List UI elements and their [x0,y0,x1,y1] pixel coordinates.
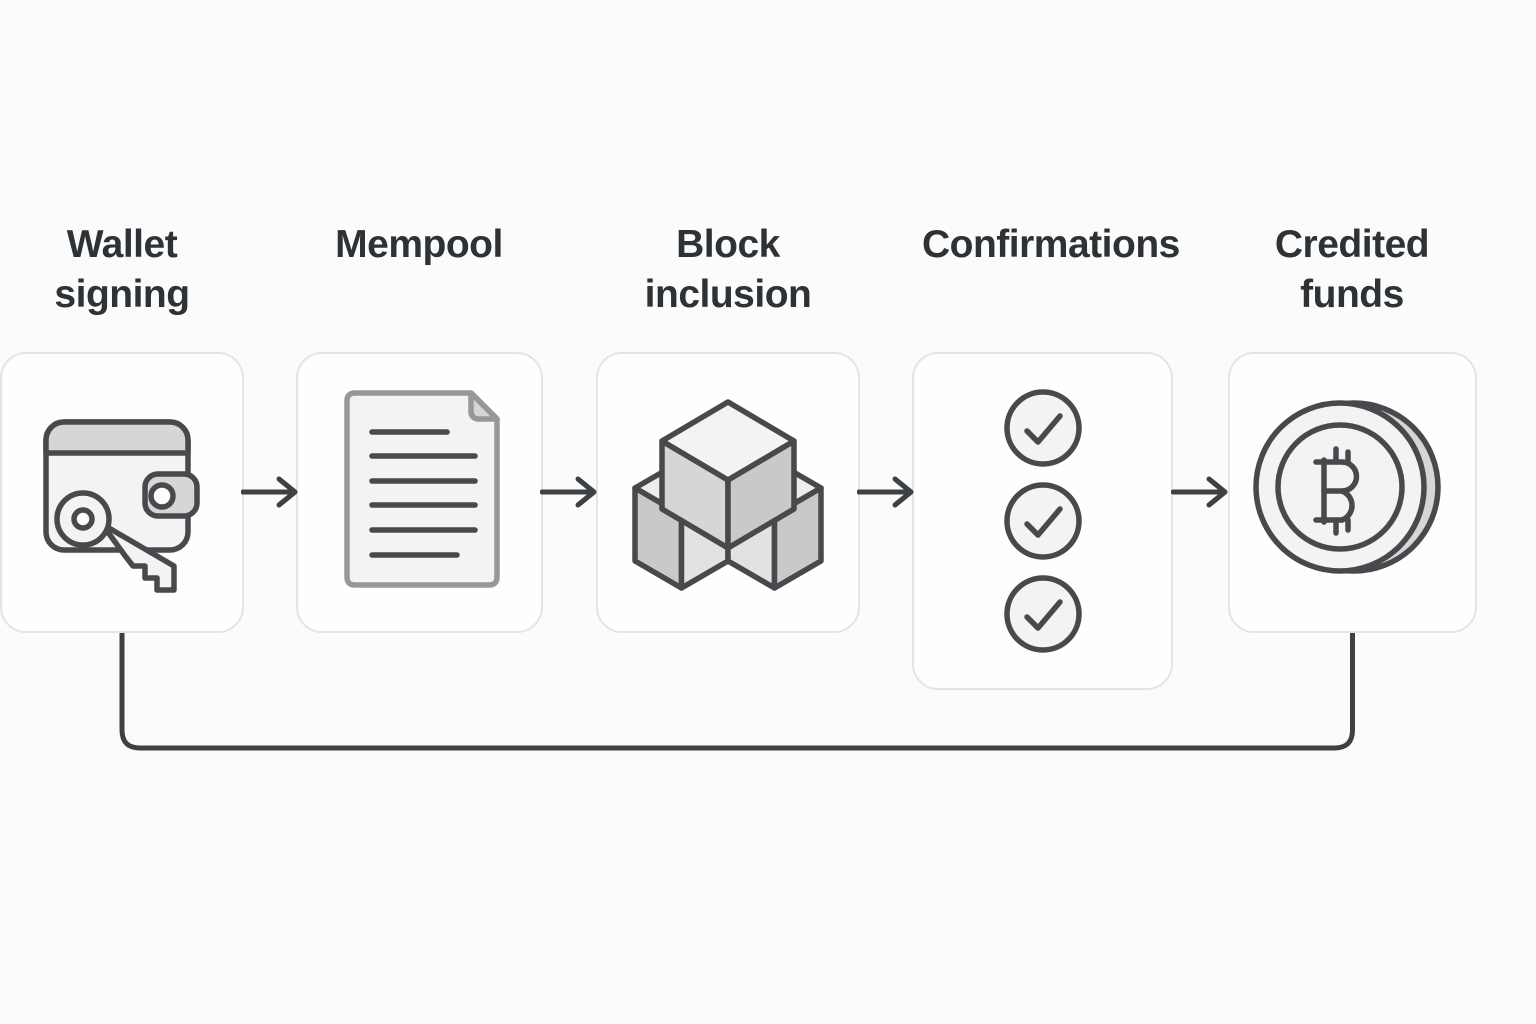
stage-title-block-inclusion: Block inclusion [644,223,812,316]
arrow-right-icon [540,476,597,508]
loop-connector [119,629,1355,751]
bitcoin-coin-icon [1253,400,1441,574]
document-icon [344,390,500,588]
arrow-right-icon [241,476,298,508]
stage-title-mempool: Mempool [335,223,503,266]
checklist-icon [1004,389,1082,653]
arrow-right-icon [857,476,914,508]
stage-title-confirmations: Confirmations [922,223,1180,266]
stage-title-wallet-signing: Wallet signing [54,223,190,316]
arrow-right-icon [1171,476,1228,508]
stage-title-credited-funds: Credited funds [1274,223,1430,316]
wallet-key-icon [43,419,200,593]
blocks-icon [632,399,824,591]
